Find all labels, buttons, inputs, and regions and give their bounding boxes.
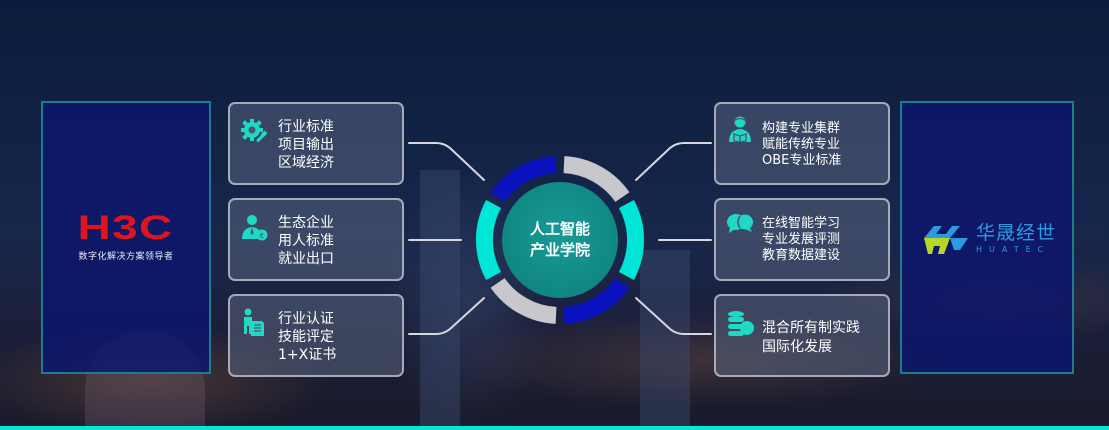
business-person-icon: € <box>242 215 268 241</box>
gear-wrench-icon <box>241 119 268 143</box>
huatec-emblem-icon <box>924 226 968 254</box>
bottom-accent-bar <box>0 426 1109 430</box>
background-building <box>420 170 460 426</box>
card-industry-standard: 行业标准 项目输出 区域经济 <box>228 102 404 185</box>
card-mixed-ownership: 混合所有制实践 国际化发展 <box>714 294 890 377</box>
huatec-logo: 华晟经世 HUATEC <box>924 222 1056 254</box>
huatec-brand-en: HUATEC <box>976 244 1051 254</box>
huatec-logo-panel: 华晟经世 HUATEC <box>900 101 1074 374</box>
card-text: 行业标准 项目输出 区域经济 <box>278 119 334 171</box>
card-professional-cluster: 构建专业集群 赋能传统专业 OBE专业标准 <box>714 102 890 185</box>
h3c-logo-panel: H3C 数字化解决方案领导者 <box>41 101 211 374</box>
card-text: 在线智能学习 专业发展评测 教育数据建设 <box>762 216 841 263</box>
connector-line-top-right <box>635 142 712 181</box>
card-text: 构建专业集群 赋能传统专业 OBE专业标准 <box>762 121 842 168</box>
center-title: 人工智能 产业学院 <box>502 182 618 298</box>
coins-stack-icon <box>728 311 754 336</box>
ring-segment-gray-top <box>563 156 630 203</box>
connector-line-bottom-right <box>635 297 712 335</box>
ring-segment-blue-bottom <box>563 277 630 324</box>
h3c-tagline: 数字化解决方案领导者 <box>78 252 174 262</box>
center-circle <box>502 182 618 298</box>
ring-segment-cyan-right <box>618 199 644 281</box>
card-ecosystem-enterprise: € 生态企业 用人标准 就业出口 <box>228 198 404 281</box>
h3c-brand: H3C <box>78 209 174 247</box>
chat-bubbles-icon <box>727 214 753 233</box>
ring-segment-gray-bottom <box>490 277 557 324</box>
center-title-line2: 产业学院 <box>529 241 590 259</box>
connector-line-top-left <box>408 142 485 181</box>
svg-text:€: € <box>260 232 264 240</box>
card-online-learning: 在线智能学习 专业发展评测 教育数据建设 <box>714 198 890 281</box>
ring-segment-cyan-left <box>476 199 502 281</box>
h3c-logo: H3C 数字化解决方案领导者 <box>43 211 209 262</box>
card-text: 行业认证 技能评定 1+X证书 <box>278 311 337 363</box>
connector-line-bottom-left <box>408 297 485 335</box>
center-title-line1: 人工智能 <box>529 220 590 238</box>
card-industry-certification: 行业认证 技能评定 1+X证书 <box>228 294 404 377</box>
person-document-icon <box>244 308 264 336</box>
card-text: 生态企业 用人标准 就业出口 <box>278 215 334 267</box>
background-building <box>640 250 690 426</box>
huatec-brand-cn: 华晟经世 <box>976 221 1057 244</box>
teacher-book-icon <box>729 116 751 143</box>
ring-segment-blue-top <box>490 156 557 203</box>
card-text: 混合所有制实践 国际化发展 <box>762 320 860 355</box>
